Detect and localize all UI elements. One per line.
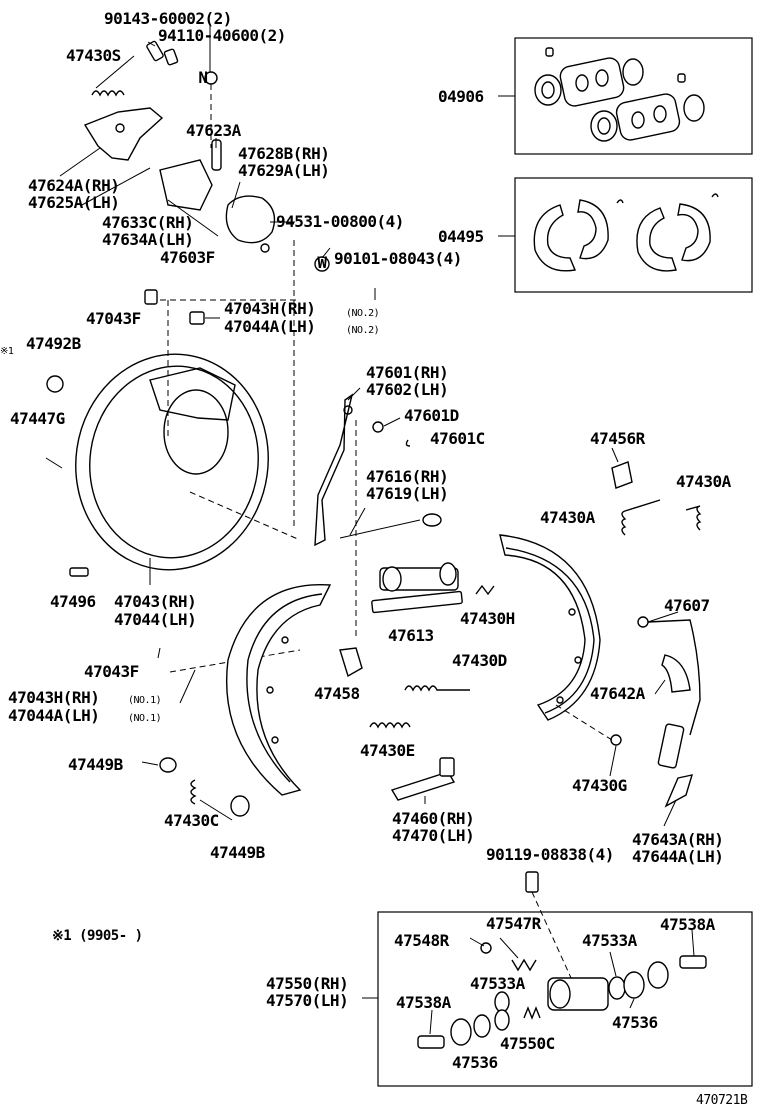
wheel-cylinder-mid	[369, 562, 495, 729]
part-number-label: 47536	[612, 1013, 658, 1032]
part-number-label: 47538A	[396, 993, 452, 1012]
part-number-label: 47044(LH)	[114, 610, 196, 629]
leader-lines	[59, 26, 695, 1035]
part-number-label: 47619(LH)	[366, 484, 448, 503]
part-number-label: 47430E	[360, 741, 415, 760]
part-number-label: 47043H(RH)	[8, 688, 99, 707]
part-number-label: 47430C	[164, 811, 219, 830]
part-number-label: 04906	[438, 87, 484, 106]
part-number-label: 47430G	[572, 776, 627, 795]
part-number-label: 47044A(LH)	[8, 706, 99, 725]
part-number-label: 47548R	[394, 931, 450, 950]
part-number-label: 47449B	[68, 755, 124, 774]
part-number-label: 47533A	[470, 974, 526, 993]
figure-id: 470721B	[696, 1093, 748, 1108]
part-number-label: 94110-40600(2)	[158, 26, 286, 45]
n-mark: N	[198, 68, 207, 87]
part-number-label: 47623A	[186, 121, 242, 140]
part-number-label: 90119-08838(4)	[486, 845, 614, 864]
part-number-label: 47447G	[10, 409, 65, 428]
part-number-label: 47570(LH)	[266, 991, 348, 1010]
part-number-note: (NO.1)	[128, 695, 161, 706]
part-number-label: 47538A	[660, 915, 716, 934]
applicability-note: ※1 (9905- )	[52, 928, 143, 944]
part-number-label: 47043H(RH)	[224, 299, 315, 318]
part-number-label: 47643A(RH)	[632, 830, 723, 849]
part-number-label: 90143-60002(2)	[104, 9, 232, 28]
part-number-label: 47601D	[404, 406, 459, 425]
part-number-label: 47644A(LH)	[632, 847, 723, 866]
part-number-label: 47449B	[210, 843, 266, 862]
brake-shoe-front	[159, 584, 363, 817]
part-number-label: 47456R	[590, 429, 646, 448]
part-number-label: 47492B	[26, 334, 82, 353]
part-number-label: 04495	[438, 227, 484, 246]
part-number-label: 47602(LH)	[366, 380, 448, 399]
part-number-label: 47533A	[582, 931, 638, 950]
part-number-label: 47496	[50, 592, 96, 611]
part-number-label: 47043F	[84, 662, 139, 681]
part-number-label: 47536	[452, 1053, 498, 1072]
part-number-label: 94531-00800(4)	[276, 212, 404, 231]
part-number-label: 47460(RH)	[392, 809, 474, 828]
part-number-label: 47550C	[500, 1034, 555, 1053]
part-number-note: (NO.2)	[346, 308, 379, 319]
w-mark: W	[317, 253, 327, 272]
part-number-label: 47601C	[430, 429, 485, 448]
wheel-cylinder-box	[362, 911, 753, 1087]
part-number-label: 90101-08043(4)	[334, 249, 462, 268]
kit-box-04495	[498, 177, 753, 293]
backing-plate	[45, 289, 301, 673]
part-number-label: 47613	[388, 626, 434, 645]
brake-shoe-rear	[499, 461, 702, 746]
part-number-label: 47430D	[452, 651, 507, 670]
part-number-label: 47550(RH)	[266, 974, 348, 993]
parking-brake-lever-group	[83, 40, 330, 530]
part-number-label: 47629A(LH)	[238, 161, 329, 180]
part-number-label: 47616(RH)	[366, 467, 448, 486]
part-number-label: 47043F	[86, 309, 141, 328]
reference-mark: ※1	[0, 346, 14, 357]
part-number-note: (NO.2)	[346, 325, 379, 336]
part-number-label: 47430A	[676, 472, 732, 491]
part-number-label: 47625A(LH)	[28, 193, 119, 212]
part-number-label: 47430H	[460, 609, 515, 628]
part-number-label: 47634A(LH)	[102, 230, 193, 249]
part-number-label: 47603F	[160, 248, 215, 267]
part-number-label: 47470(LH)	[392, 826, 474, 845]
part-number-label: 47547R	[486, 914, 542, 933]
part-number-label: 47044A(LH)	[224, 317, 315, 336]
part-number-note: (NO.1)	[128, 713, 161, 724]
part-number-label: 47624A(RH)	[28, 176, 119, 195]
part-number-label: 47633C(RH)	[102, 213, 193, 232]
part-number-label: 47043(RH)	[114, 592, 196, 611]
part-number-label: 47430A	[540, 508, 596, 527]
parking-brake-lever	[314, 393, 442, 640]
part-number-label: 47430S	[66, 46, 121, 65]
part-number-label: 47642A	[590, 684, 646, 703]
part-number-label: 47601(RH)	[366, 363, 448, 382]
part-number-label: 47458	[314, 684, 360, 703]
part-labels: 90143-60002(2) 94110-40600(2) 47430S 476…	[0, 9, 748, 1108]
part-number-label: 47607	[664, 596, 710, 615]
auto-adjuster	[390, 616, 701, 981]
part-number-label: 47628B(RH)	[238, 144, 329, 163]
kit-box-04906	[498, 37, 753, 155]
